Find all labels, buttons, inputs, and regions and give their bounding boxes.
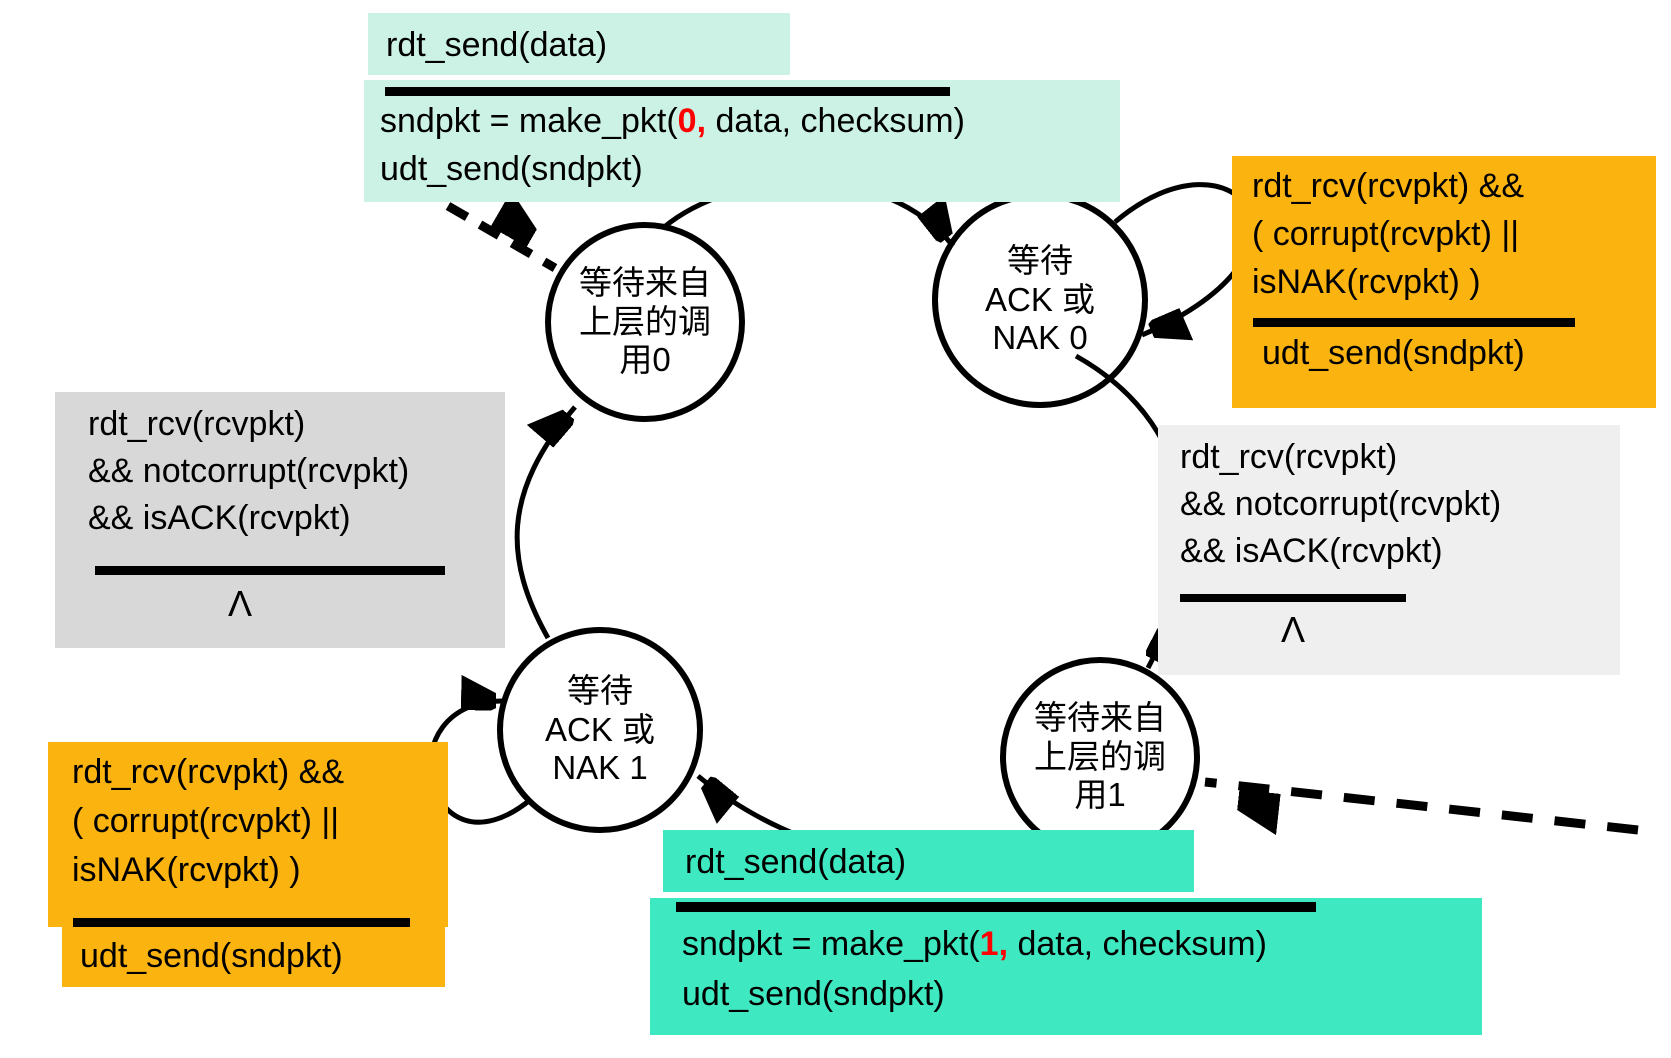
state-line: 用0 [619,341,671,379]
send0-event-text: rdt_send(data) [386,26,608,64]
arrow-recv-ack1-transition [514,407,577,640]
state-label-wait-call-0: 等待来自 上层的调 用0 [495,249,795,395]
send1-event-box [663,830,1194,892]
state-line: NAK 1 [552,749,648,787]
recv-ack0-cond-line1: rdt_rcv(rcvpkt) [1180,438,1398,476]
recv-ack0-action-lambda: Λ [1280,609,1306,650]
send0-action-box [364,80,1120,202]
state-line: 等待 [567,671,633,709]
send1-action-line1: sndpkt = make_pkt(1, data, checksum) [682,924,1267,965]
resend0-cond-line2: ( corrupt(rcvpkt) || [1252,215,1520,253]
send1-action-suffix: data, checksum) [1008,925,1267,963]
resend0-action-text: udt_send(sndpkt) [1262,334,1525,372]
state-label-wait-call-1: 等待来自 上层的调 用1 [950,684,1250,830]
recv-ack1-action-lambda: Λ [227,583,253,624]
recv-ack0-fraction-bar [1180,594,1406,602]
state-circle-wait-call-0 [545,222,745,422]
state-line: 上层的调 [579,302,711,340]
send1-seq-number: 1, [979,925,1009,963]
send0-action-line2: udt_send(sndpkt) [380,150,643,188]
resend0-fraction-bar [1253,318,1575,327]
send1-action-prefix: sndpkt = make_pkt( [682,925,980,963]
recv-ack0-cond-line2: && notcorrupt(rcvpkt) [1180,485,1502,523]
send1-event-text: rdt_send(data) [685,843,907,881]
recv-ack1-fraction-bar [95,566,445,575]
send0-action-prefix: sndpkt = make_pkt( [380,102,678,140]
resend0-box [1232,156,1656,408]
state-line: NAK 0 [992,319,1088,357]
recv-ack0-cond-line3: && isACK(rcvpkt) [1180,532,1443,570]
resend1-action-text: udt_send(sndpkt) [80,937,343,975]
recv-ack0-box [1158,425,1620,675]
initial-state-arrow-top [445,206,558,272]
resend1-cond-line3: isNAK(rcvpkt) ) [72,851,301,889]
state-label-wait-ack-nak-0: 等待 ACK 或 NAK 0 [890,227,1190,373]
send0-seq-number: 0, [677,102,707,140]
state-line: 等待 [1007,241,1073,279]
recv-ack1-cond-line3: && isACK(rcvpkt) [88,499,351,537]
send0-event-box [368,13,790,75]
state-line: ACK 或 [544,710,656,748]
state-label-wait-ack-nak-1: 等待 ACK 或 NAK 1 [450,657,750,803]
resend1-condition-box [48,742,448,927]
recv-ack1-cond-line1: rdt_rcv(rcvpkt) [88,405,306,443]
state-line: 上层的调 [1034,737,1166,775]
resend1-cond-line1: rdt_rcv(rcvpkt) && [72,753,345,791]
send1-action-box [650,898,1482,1035]
resend1-cond-line2: ( corrupt(rcvpkt) || [72,802,340,840]
resend0-cond-line3: isNAK(rcvpkt) ) [1252,263,1481,301]
state-line: 等待来自 [579,263,711,301]
state-circle-wait-ack-nak-1 [497,627,703,833]
resend1-fraction-bar [73,918,410,927]
state-line: 等待来自 [1034,698,1166,736]
state-line: 用1 [1074,776,1126,814]
recv-ack1-cond-line2: && notcorrupt(rcvpkt) [88,452,410,490]
send0-action-line1: sndpkt = make_pkt(0, data, checksum) [380,101,965,142]
state-line: ACK 或 [984,280,1096,318]
resend0-cond-line1: rdt_rcv(rcvpkt) && [1252,167,1525,205]
initial-state-arrow-bottom [1204,777,1639,830]
send0-action-suffix: data, checksum) [706,102,965,140]
send1-action-line2: udt_send(sndpkt) [682,975,945,1013]
resend1-action-box [62,925,445,987]
recv-ack1-box [55,392,505,648]
send0-fraction-bar [385,87,950,96]
send1-fraction-bar [676,902,1316,912]
